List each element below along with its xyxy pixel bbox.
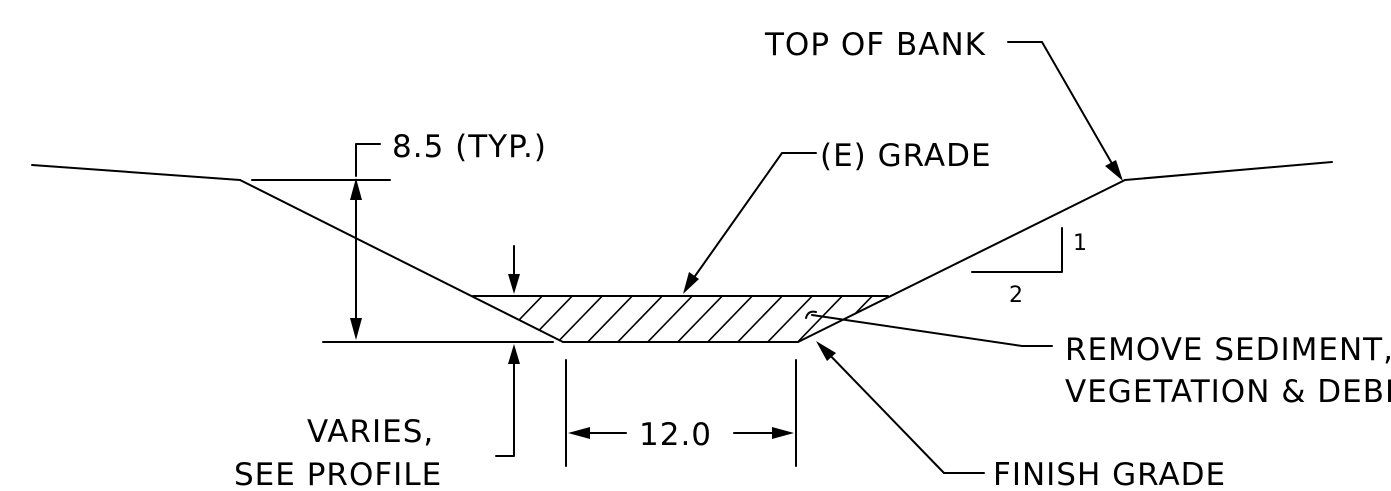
finish-grade-leader — [822, 347, 985, 474]
left-ground-line — [31, 164, 241, 181]
right-ground-line — [1124, 161, 1333, 181]
typical-depth-leader — [355, 143, 381, 177]
varies-leader — [495, 361, 515, 457]
typical-depth-arrow-down — [350, 318, 362, 340]
top-of-bank-label: TOP OF BANK — [764, 27, 986, 63]
varies-label-line1: VARIES, — [307, 414, 434, 450]
typical-depth-arrow-up — [350, 178, 362, 200]
existing-grade-label: (E) GRADE — [820, 138, 992, 174]
slope-indicator — [971, 227, 1063, 273]
remove-sediment-hook-icon — [805, 310, 817, 319]
remove-label-line1: REMOVE SEDIMENT, — [1065, 332, 1391, 368]
sediment-depth-arrow-bottom — [508, 344, 520, 364]
finish-grade-arrowhead — [816, 341, 836, 361]
remove-label-line2: VEGETATION & DEBRIS — [1065, 374, 1391, 410]
sediment-depth-arrow-top — [508, 274, 520, 294]
existing-grade-leader — [687, 152, 817, 287]
top-of-bank-leader — [1007, 41, 1119, 175]
slope-run-label: 2 — [1009, 283, 1023, 308]
existing-grade-arrowhead — [683, 272, 699, 294]
sediment-hatch — [489, 296, 888, 342]
remove-sediment-leader — [811, 314, 1053, 347]
finish-grade-label: FINISH GRADE — [993, 457, 1226, 491]
slope-rise-label: 1 — [1073, 231, 1087, 256]
right-bank-slope — [797, 179, 1126, 343]
varies-label-line2: SEE PROFILE — [234, 457, 442, 491]
left-bank-slope — [239, 179, 564, 343]
bottom-width-label: 12.0 — [639, 417, 712, 453]
bottom-width-arrow-right — [772, 427, 794, 439]
top-of-bank-arrowhead — [1105, 160, 1123, 181]
bottom-width-arrow-left — [568, 427, 590, 439]
typical-depth-label: 8.5 (TYP.) — [392, 129, 547, 165]
